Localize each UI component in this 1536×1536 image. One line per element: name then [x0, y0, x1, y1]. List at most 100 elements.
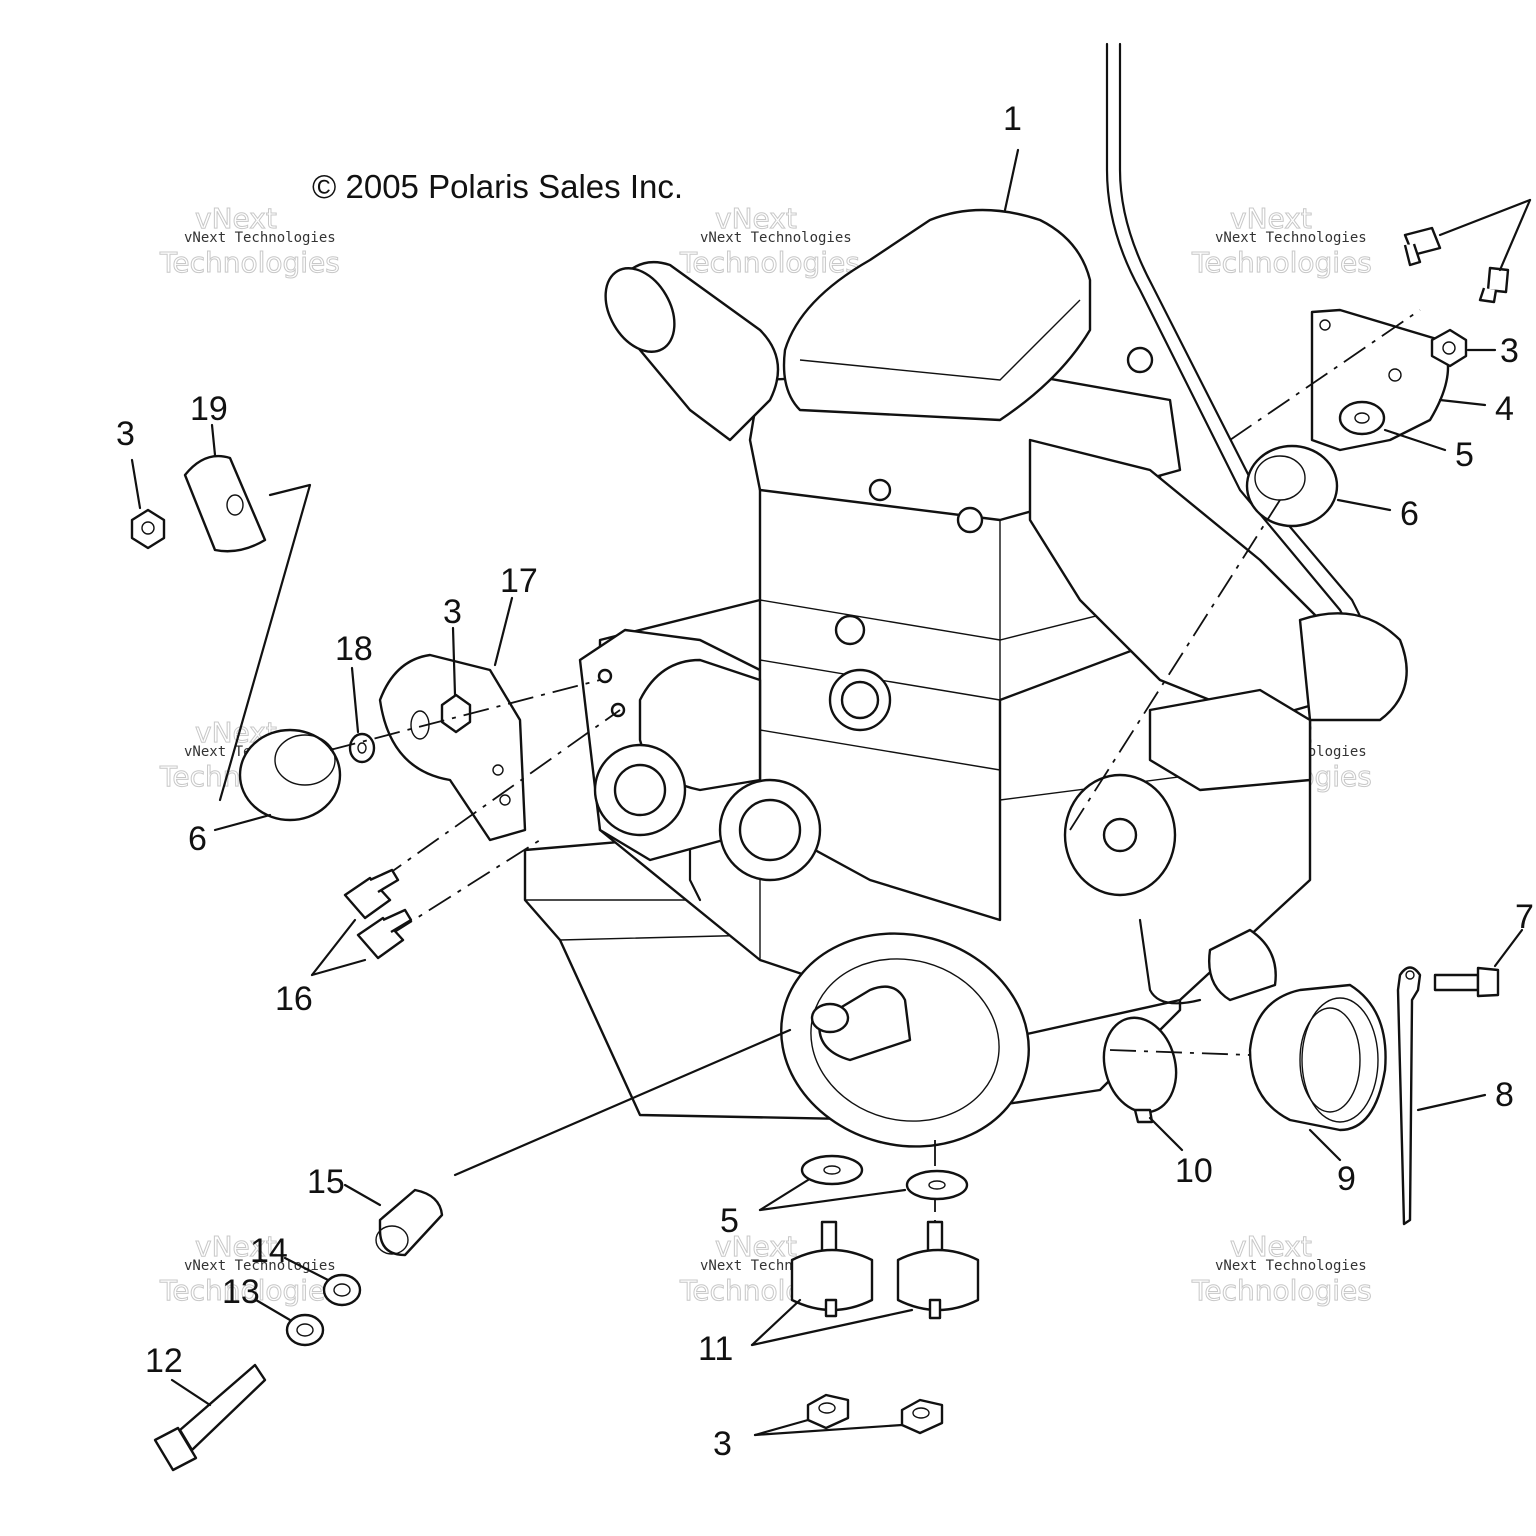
- intake-opening: [604, 267, 676, 353]
- assembly-centerline: [379, 709, 621, 881]
- svg-text:Technologies: Technologies: [679, 246, 860, 279]
- leader-line: [283, 1256, 330, 1282]
- bolt-head: [1486, 266, 1510, 294]
- washer-hole: [333, 1283, 351, 1297]
- washer-hole: [357, 742, 367, 754]
- tube-line: [1105, 42, 1358, 642]
- port-inner: [840, 680, 880, 720]
- bracket-nut: [440, 693, 472, 734]
- engine-assembly: [523, 208, 1408, 1148]
- stud: [956, 506, 984, 534]
- watermark: vNext Technologies vNext Technologies: [159, 202, 341, 280]
- washer-13: [285, 1313, 325, 1347]
- svg-text:Technologies: Technologies: [159, 1274, 340, 1307]
- leader-line: [254, 1298, 292, 1322]
- callout-11: 11: [698, 1330, 733, 1368]
- svg-text:vNext: vNext: [715, 1230, 797, 1263]
- leader-line: [350, 666, 360, 734]
- stud: [834, 614, 866, 646]
- lower-left-hardware: [153, 1028, 792, 1472]
- callout-19: 19: [190, 390, 228, 428]
- valve-cover-edge: [799, 299, 1081, 381]
- hole: [492, 764, 504, 776]
- assembly-line: [453, 1028, 792, 1177]
- mount-face: [274, 734, 336, 786]
- bottom-rubber-mount: [896, 1248, 980, 1312]
- leader-line: [753, 1423, 904, 1437]
- right-mount-hardware: [1069, 198, 1532, 831]
- valve-cover: [782, 208, 1092, 422]
- callout-17: 17: [500, 562, 538, 600]
- bolt-shank: [1403, 243, 1422, 267]
- lower-right-hardware: [1102, 928, 1524, 1226]
- svg-text:vNext: vNext: [195, 202, 277, 235]
- leader-line: [1148, 1116, 1184, 1152]
- right-rubber-mount: [1245, 444, 1339, 528]
- callout-3: 3: [116, 415, 135, 453]
- side-cover-hub: [1102, 817, 1138, 853]
- svg-text:Technologies: Technologies: [159, 246, 340, 279]
- svg-text:vNext: vNext: [1230, 202, 1312, 235]
- tube-small: [1138, 918, 1202, 1005]
- svg-text:vNext: vNext: [1230, 1230, 1312, 1263]
- hole: [499, 794, 511, 806]
- right-bracket: [1310, 308, 1450, 452]
- boot-opening: [1301, 997, 1379, 1123]
- leader-line: [130, 458, 142, 510]
- callout-18: 18: [335, 630, 373, 668]
- copyright-text: © 2005 Polaris Sales Inc.: [312, 168, 683, 205]
- washer-hole: [1354, 412, 1370, 424]
- leader-line: [170, 1378, 212, 1407]
- stud: [868, 478, 892, 502]
- right-washer: [1338, 400, 1386, 436]
- cover-block: [1148, 688, 1312, 792]
- leader-line: [1003, 148, 1020, 212]
- callout-6: 6: [1400, 495, 1419, 533]
- intake-boot: [1248, 983, 1387, 1132]
- hose-clamp: [1102, 1016, 1178, 1114]
- callout-3: 3: [443, 593, 462, 631]
- washer-hole: [928, 1180, 946, 1190]
- bottom-nut: [900, 1398, 944, 1435]
- left-washer: [348, 732, 376, 764]
- leader-line: [218, 483, 312, 802]
- spacer: [378, 1188, 444, 1257]
- leader-line: [1438, 198, 1532, 237]
- bolt-shank: [369, 868, 400, 894]
- leader-line: [1383, 428, 1447, 452]
- svg-text:Technologies: Technologies: [1191, 246, 1372, 279]
- long-bolt-head: [153, 1426, 198, 1472]
- leader-line: [210, 423, 217, 457]
- bottom-rubber-mount: [790, 1248, 874, 1312]
- stud: [1126, 346, 1154, 374]
- svg-text:vNext: vNext: [715, 202, 797, 235]
- left-mount-hardware: [130, 423, 621, 977]
- ground-strap: [1396, 966, 1422, 1226]
- callout-3: 3: [713, 1425, 732, 1463]
- assembly-centerline: [1069, 499, 1281, 831]
- leader-line: [343, 1183, 382, 1207]
- leader-line: [758, 1178, 810, 1212]
- left-bracket: [378, 653, 527, 842]
- crank-end: [810, 1002, 850, 1034]
- mount-stud: [928, 1298, 942, 1320]
- bolt-shank: [1478, 287, 1498, 304]
- cylinder-fin: [759, 729, 1001, 771]
- leader-line: [750, 1298, 802, 1347]
- watermark: vNext Technologies vNext Technologies: [159, 1230, 341, 1308]
- spacer-bore: [375, 1225, 409, 1255]
- svg-text:vNext Technologies: vNext Technologies: [184, 1258, 336, 1274]
- callout-labels: 1 3 4 5 6 7 8 9 10 11 12 13 14 15 16 17 …: [116, 100, 1534, 1463]
- hose: [688, 848, 702, 902]
- callout-5: 5: [720, 1202, 739, 1240]
- leader-line: [310, 918, 357, 977]
- strap-eye: [1405, 970, 1415, 980]
- tube-line: [1118, 42, 1370, 634]
- svg-text:vNext Technologies: vNext Technologies: [1215, 1258, 1367, 1274]
- assembly-centerline: [329, 679, 601, 751]
- callout-13: 13: [222, 1273, 260, 1311]
- callout-16: 16: [275, 980, 313, 1018]
- callout-12: 12: [145, 1342, 183, 1380]
- leader-line: [310, 958, 367, 977]
